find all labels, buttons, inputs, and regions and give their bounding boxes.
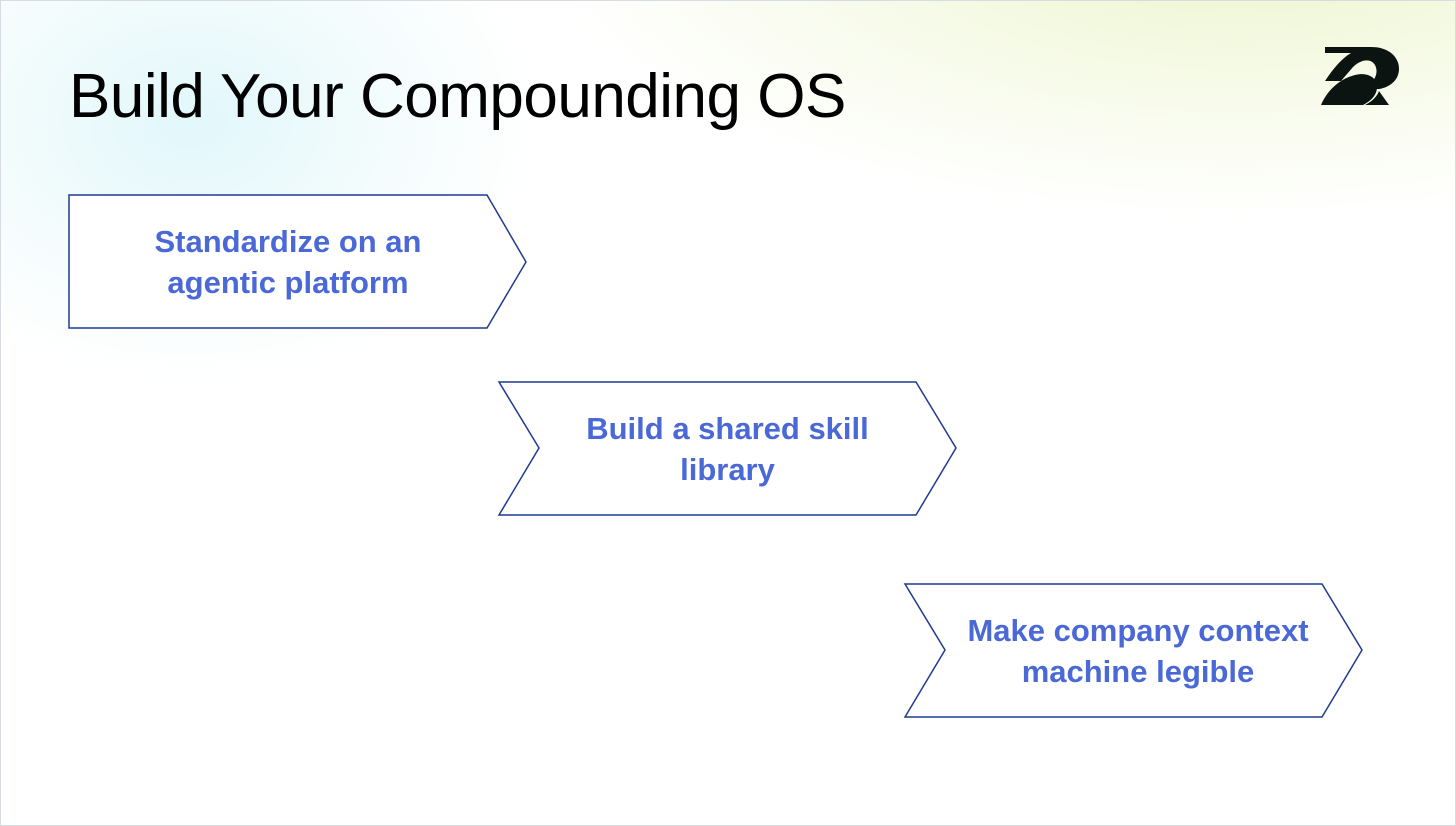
step-2-shape (497, 381, 957, 516)
step-2-line-2: library (680, 451, 775, 487)
slide-title: Build Your Compounding OS (69, 62, 846, 131)
brand-logo-icon (1321, 47, 1399, 105)
logo-upper-stroke (1325, 47, 1399, 89)
step-3-line-1: Make company context (967, 612, 1309, 648)
step-1-shape (68, 194, 527, 329)
step-1-line-2: agentic platform (167, 264, 409, 300)
step-2-line-1: Build a shared skill (586, 410, 869, 446)
step-2-label: Build a shared skill library (539, 382, 916, 515)
step-1-label: Standardize on an agentic platform (109, 195, 467, 328)
step-3-shape (903, 583, 1363, 718)
logo-lower-stroke (1321, 74, 1389, 105)
step-3-line-2: machine legible (1021, 653, 1255, 689)
step-1-line-1: Standardize on an (154, 223, 422, 259)
step-3-label: Make company context machine legible (935, 584, 1341, 717)
